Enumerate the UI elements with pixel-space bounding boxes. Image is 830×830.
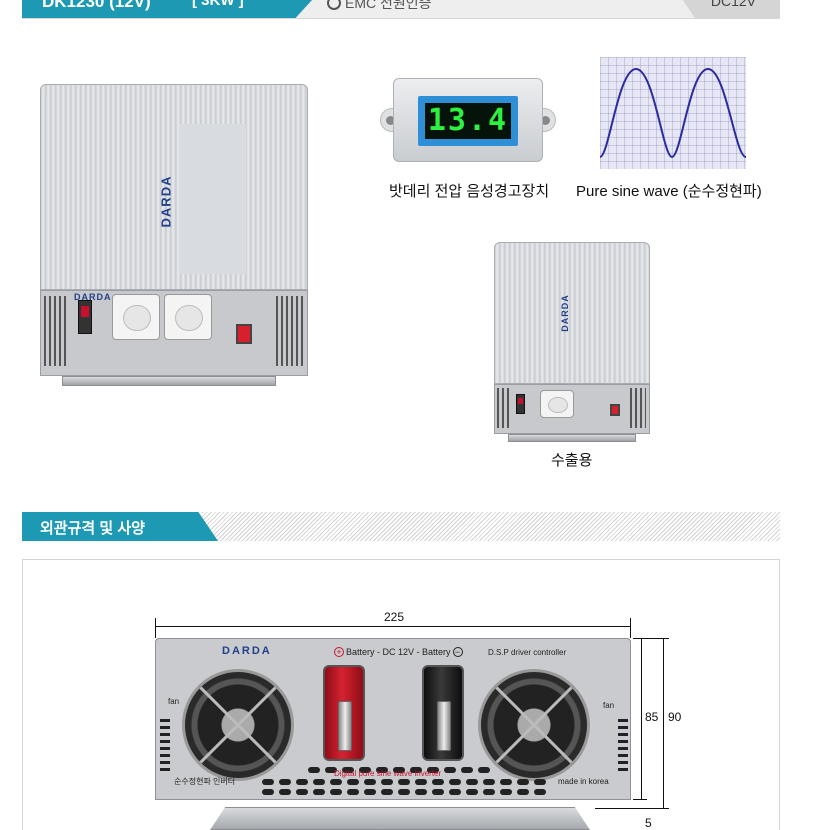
height-inner-label: 85 bbox=[645, 710, 659, 724]
input-voltage-tab: DC12V bbox=[682, 0, 780, 18]
korean-model-label: 순수정현파 인버터 bbox=[174, 777, 236, 786]
kc-mark-icon bbox=[327, 0, 341, 10]
export-caption: 수출용 bbox=[551, 452, 593, 469]
cooling-fan-left bbox=[182, 669, 294, 781]
section-title-tab: 외관규격 및 사양 bbox=[22, 512, 218, 541]
fan-label-left: fan bbox=[168, 697, 180, 706]
export-universal-socket bbox=[540, 390, 574, 418]
height-extension-bottom bbox=[595, 808, 669, 809]
ac-socket-2 bbox=[164, 294, 212, 340]
minus-terminal-icon: − bbox=[452, 647, 463, 657]
product-header-bar: DK1230 (12V) [ 3KW ] EMC 전원인증 DC12V bbox=[22, 0, 780, 19]
width-dimension-tick-right bbox=[630, 618, 631, 638]
bottom-vent-row-1 bbox=[308, 767, 490, 773]
controller-label: D.S.P driver controller bbox=[488, 648, 567, 657]
inverter-rear-foot bbox=[210, 807, 590, 830]
battery-voltage-meter: 13.4 bbox=[380, 78, 556, 162]
product-main-image: DARDA DARDA bbox=[40, 84, 308, 390]
model-name: DK1230 (12V) bbox=[42, 0, 151, 11]
model-title-tab: DK1230 (12V) [ 3KW ] bbox=[22, 0, 312, 18]
meter-bezel: 13.4 bbox=[418, 96, 518, 146]
width-dimension-label: 225 bbox=[384, 610, 405, 624]
width-dimension-tick-left bbox=[155, 618, 156, 638]
inverter-top-label bbox=[180, 124, 246, 274]
inverter-rear-panel: DARDA + Battery - DC 12V - Battery − D.S… bbox=[155, 638, 631, 800]
input-voltage-label: DC12V bbox=[710, 0, 756, 9]
export-top-cover bbox=[494, 242, 650, 384]
digital-inverter-label: Digital pure sine wave inverter bbox=[334, 769, 442, 778]
bottom-vent-row-3 bbox=[262, 789, 546, 795]
plus-terminal-icon: + bbox=[334, 647, 344, 657]
height-inner-dimension-line bbox=[641, 638, 642, 799]
height-extension-mid bbox=[633, 799, 647, 800]
negative-battery-terminal bbox=[422, 665, 464, 761]
height-outer-label: 90 bbox=[668, 710, 682, 724]
made-in-label: made in korea bbox=[558, 777, 609, 786]
height-outer-dimension-line bbox=[663, 638, 664, 808]
inverter-top-logo: DARDA bbox=[158, 175, 174, 228]
export-model-image: DARDA bbox=[494, 242, 650, 442]
certification-label: EMC 전원인증 bbox=[345, 0, 432, 11]
meter-digits: 13.4 bbox=[425, 103, 511, 139]
front-reset-button bbox=[236, 324, 252, 344]
inverter-top-cover bbox=[40, 84, 308, 290]
export-mount-foot bbox=[508, 434, 636, 442]
side-vent-left bbox=[160, 719, 170, 771]
export-vent-right bbox=[630, 388, 646, 428]
power-rating: [ 3KW ] bbox=[192, 0, 244, 9]
foot-height-label: 5 bbox=[645, 816, 652, 830]
cooling-fan-right bbox=[478, 669, 590, 781]
negative-terminal-bolt bbox=[437, 701, 451, 751]
sine-wave-curve bbox=[599, 67, 747, 159]
front-power-switch bbox=[78, 300, 92, 334]
bottom-vent-row-2 bbox=[262, 779, 546, 785]
front-vent-left bbox=[44, 296, 68, 366]
ac-socket-1 bbox=[112, 294, 160, 340]
section-header: 외관규격 및 사양 bbox=[22, 512, 780, 541]
positive-terminal-bolt bbox=[338, 701, 352, 751]
export-vent-left bbox=[497, 388, 511, 428]
inverter-mount-foot bbox=[62, 376, 276, 386]
sine-wave-caption: Pure sine wave (순수정현파) bbox=[576, 183, 762, 200]
positive-battery-terminal bbox=[323, 665, 365, 761]
export-power-switch bbox=[516, 394, 525, 414]
height-extension-top bbox=[633, 638, 669, 639]
export-reset-button bbox=[610, 404, 620, 416]
section-title: 외관규격 및 사양 bbox=[40, 520, 145, 537]
fan-label-right: fan bbox=[603, 701, 615, 710]
export-top-logo: DARDA bbox=[559, 294, 570, 332]
sine-wave-graphic bbox=[599, 57, 747, 169]
meter-caption: 밧데리 전압 음성경고장치 bbox=[389, 183, 550, 200]
battery-label: + Battery - DC 12V - Battery − bbox=[334, 647, 463, 657]
front-vent-right bbox=[276, 296, 304, 366]
front-logo: DARDA bbox=[74, 292, 112, 302]
rear-brand-logo: DARDA bbox=[222, 645, 272, 657]
width-dimension-line bbox=[155, 626, 631, 627]
certification-badge: EMC 전원인증 bbox=[327, 0, 432, 13]
section-header-stripes bbox=[202, 512, 780, 541]
side-vent-right bbox=[618, 719, 628, 771]
meter-body: 13.4 bbox=[393, 78, 543, 162]
